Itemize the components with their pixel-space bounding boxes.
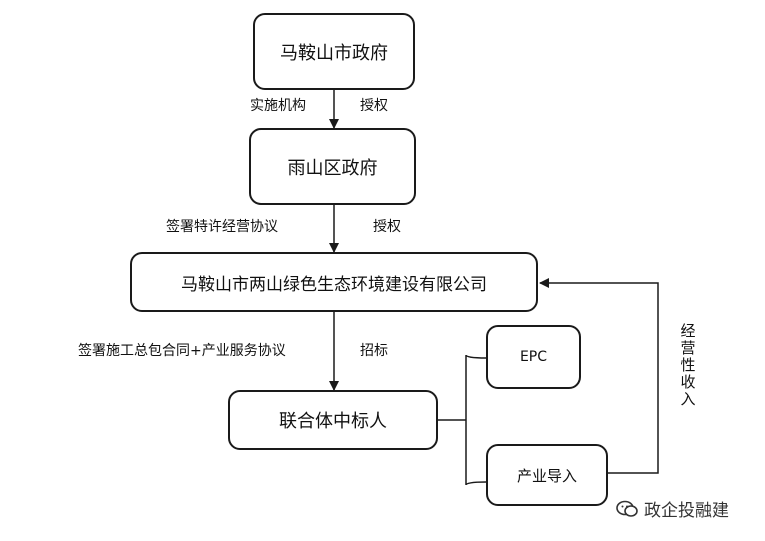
bracket-consortium-branches — [438, 354, 487, 486]
label-implementing-agency: 实施机构 — [250, 98, 306, 114]
wechat-logo-icon — [616, 500, 638, 517]
node-company: 马鞍山市两山绿色生态环境建设有限公司 — [130, 252, 538, 312]
node-consortium: 联合体中标人 — [228, 390, 438, 450]
watermark-text: 政企投融建 — [644, 501, 729, 521]
node-industry-import-label: 产业导入 — [516, 466, 577, 485]
label-sign-contract: 签署施工总包合同+产业服务协议 — [78, 343, 286, 359]
label-authorize-1: 授权 — [360, 98, 388, 114]
node-city-government-label: 马鞍山市政府 — [280, 42, 388, 64]
node-epc-label: EPC — [519, 349, 548, 365]
watermark: 政企投融建 — [616, 496, 729, 521]
label-sign-franchise: 签署特许经营协议 — [166, 219, 278, 235]
node-district-government-label: 雨山区政府 — [287, 157, 378, 179]
node-industry-import: 产业导入 — [486, 444, 608, 506]
arrow-industry-to-company — [539, 278, 659, 474]
node-city-government: 马鞍山市政府 — [253, 13, 415, 90]
label-operating-income: 经营性收入 — [680, 322, 696, 408]
label-authorize-2: 授权 — [373, 219, 401, 235]
label-tender: 招标 — [360, 343, 388, 359]
node-company-label: 马鞍山市两山绿色生态环境建设有限公司 — [181, 274, 487, 295]
node-epc: EPC — [486, 325, 581, 389]
node-district-government: 雨山区政府 — [249, 128, 416, 205]
node-consortium-label: 联合体中标人 — [279, 411, 387, 432]
